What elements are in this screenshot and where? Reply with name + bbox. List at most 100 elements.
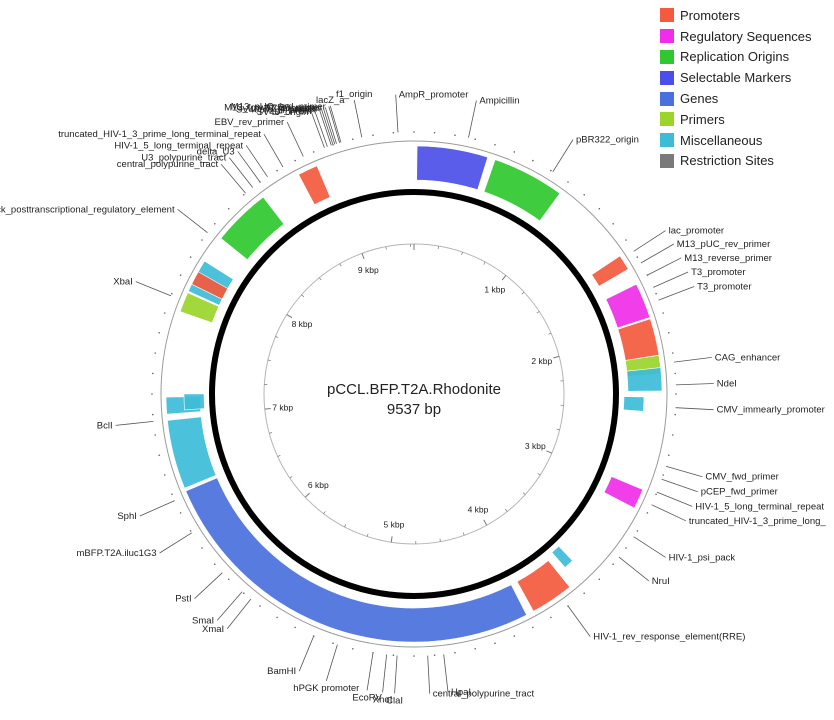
- legend-item-selectable-markers: Selectable Markers: [660, 67, 834, 88]
- outer-ring-dot: [454, 652, 456, 654]
- feature-label: AmpR_promoter: [399, 90, 469, 101]
- feature-label: woodchuck_posttranscriptional_regulatory…: [0, 204, 175, 215]
- legend-label: Genes: [680, 91, 719, 107]
- scale-tick-label: 9 kbp: [358, 265, 379, 275]
- feature-arc-t7-promoter: [191, 271, 229, 300]
- outer-ring-dot: [294, 626, 296, 629]
- outer-ring-dot: [214, 223, 216, 225]
- outer-ring-dot: [413, 655, 415, 657]
- feature-arc-ampr-promoter: [298, 165, 331, 206]
- minor-scale-tick: [323, 511, 326, 514]
- outer-ring-dot: [532, 159, 534, 162]
- legend-swatch: [660, 70, 674, 85]
- feature-label: ClaI: [386, 695, 403, 706]
- plasmid-ring-layer: [160, 140, 668, 648]
- outer-ring-dot: [675, 393, 677, 395]
- label-leader-line: [237, 151, 261, 183]
- feature-arc-ltr-primer: [179, 292, 220, 324]
- outer-ring-dot: [655, 493, 657, 496]
- label-leader-line: [159, 532, 193, 554]
- minor-scale-tick: [344, 524, 347, 528]
- legend-item-promoters: Promoters: [660, 5, 834, 26]
- legend-swatch: [660, 8, 674, 23]
- legend-label: Primers: [680, 111, 725, 127]
- feature-label: NruI: [652, 576, 670, 587]
- legend-swatch: [660, 91, 674, 106]
- minor-scale-tick: [277, 454, 281, 457]
- feature-arc-promoter-cluster: [591, 255, 629, 287]
- outer-ring-dot: [413, 131, 415, 133]
- label-leader-line: [318, 109, 332, 146]
- outer-ring-dot: [294, 159, 296, 162]
- outer-ring-dot: [550, 169, 552, 172]
- label-leader-line: [314, 110, 328, 147]
- label-leader-line: [298, 635, 315, 672]
- outer-ring-dot: [494, 642, 496, 644]
- legend-item-regulatory-sequences: Regulatory Sequences: [660, 26, 834, 47]
- label-leader-line: [640, 243, 675, 264]
- plasmid-size: 9537 bp: [387, 401, 441, 418]
- outer-ring-dot: [567, 605, 569, 607]
- legend-swatch: [660, 49, 674, 64]
- outer-ring-dot: [636, 256, 639, 258]
- outer-ring-dot: [598, 207, 601, 210]
- label-leader-line: [194, 572, 223, 599]
- legend-swatch: [660, 29, 674, 44]
- scale-tick-label: 6 kbp: [308, 480, 329, 490]
- outer-ring-dot: [392, 132, 395, 134]
- legend-swatch: [660, 153, 674, 168]
- label-leader-line: [353, 99, 363, 138]
- outer-ring-dot: [612, 223, 614, 225]
- major-scale-tick: [264, 408, 271, 410]
- label-leader-line: [286, 121, 304, 157]
- major-scale-tick: [390, 536, 393, 543]
- outer-ring-dot: [312, 635, 315, 637]
- outer-feature-ring: [160, 140, 668, 648]
- outer-ring-dot: [243, 592, 245, 594]
- outer-ring-dot: [494, 144, 496, 146]
- minor-scale-tick: [521, 291, 525, 295]
- feature-label: M13_pUC_fwd_primer: [231, 101, 326, 112]
- feature-label: T3_promoter: [691, 267, 745, 278]
- feature-arc-hiv-misc-a: [626, 367, 663, 392]
- plasmid-name: pCCL.BFP.T2A.Rhodonite: [327, 381, 501, 398]
- legend-label: Replication Origins: [680, 49, 790, 65]
- feature-label: central_polypurine_tract: [117, 159, 219, 170]
- outer-ring-dot: [227, 578, 230, 581]
- outer-ring-dot: [636, 530, 639, 532]
- feature-label: delta_U3: [197, 146, 235, 157]
- feature-label: NdeI: [717, 379, 737, 390]
- minor-scale-tick: [301, 294, 305, 298]
- label-leader-line: [647, 257, 682, 276]
- label-leader-line: [228, 157, 254, 188]
- legend-item-restriction-sites: Restriction Sites: [660, 151, 834, 172]
- feature-arc-rre: [603, 476, 644, 509]
- outer-ring-dot: [312, 151, 315, 153]
- outer-ring-dot: [152, 413, 154, 416]
- outer-ring-dot: [352, 138, 354, 140]
- feature-label: central_polypurine_tract: [433, 689, 535, 700]
- outer-ring-dot: [158, 332, 160, 334]
- feature-arc-cppt-misc: [551, 545, 573, 568]
- outer-ring-dot: [454, 134, 456, 136]
- major-scale-tick: [553, 355, 560, 359]
- label-leader-line: [322, 107, 336, 145]
- outer-ring-dot: [474, 648, 477, 650]
- outer-ring-dot: [662, 474, 664, 476]
- feature-label: SfiI: [298, 106, 312, 117]
- outer-ring-dot: [227, 207, 230, 210]
- label-leader-line: [220, 163, 246, 194]
- scale-tick-label: 5 kbp: [384, 520, 405, 530]
- minor-scale-tick: [289, 476, 293, 479]
- label-leader-line: [656, 491, 693, 507]
- label-leader-line: [633, 230, 666, 252]
- scale-tick-label: 2 kbp: [531, 356, 552, 366]
- legend-item-replication-origins: Replication Origins: [660, 47, 834, 68]
- feature-label: M13_reverse_primer: [684, 253, 772, 264]
- label-leader-line: [324, 107, 337, 144]
- label-leader-line: [675, 383, 714, 386]
- outer-ring-dot: [583, 194, 585, 196]
- label-leader-line: [468, 100, 477, 138]
- minor-scale-tick: [366, 533, 369, 537]
